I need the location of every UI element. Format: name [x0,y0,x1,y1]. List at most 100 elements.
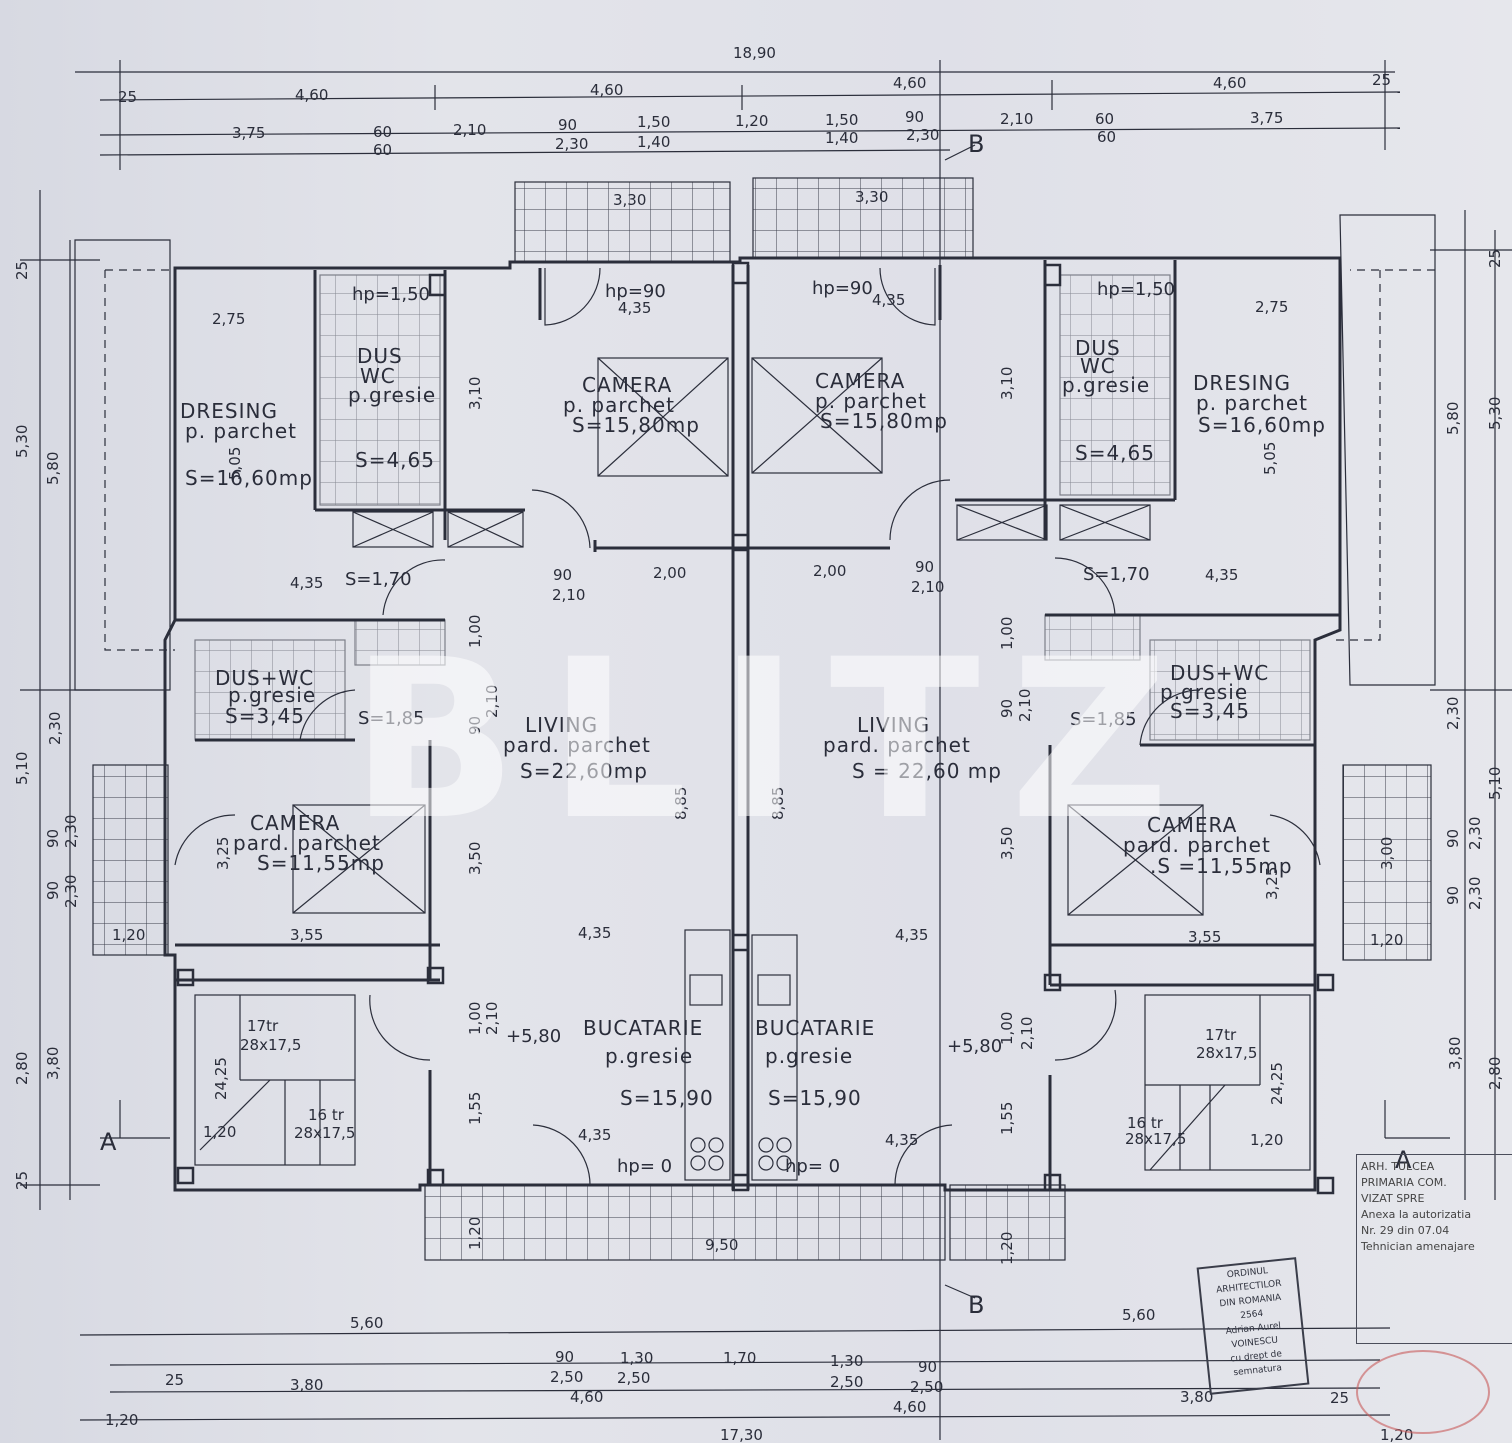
dim-text: 4,60 [295,86,328,104]
dim-text: 25 [1330,1389,1349,1407]
level-mark-left: +5,80 [506,1026,561,1047]
dim-overall-top: 18,90 [733,44,776,62]
section-a-left: A [100,1128,117,1156]
staircases [194,994,1311,1171]
dim-text: 2,30 [906,126,939,144]
dim-text: 3,55 [290,926,323,944]
dim-text: 1,00 [998,1012,1016,1045]
dim-text: 5,30 [13,425,31,458]
dim-text: 1,20 [735,112,768,130]
dim-text: 3,30 [613,191,646,209]
wardrobes [292,357,1204,916]
balcony-top-right [752,177,974,259]
dim-text: 60 [373,123,392,141]
misc-labels: S=1,70 S=1,70 S=1,85 S=1,85 hp=1,50 hp=1… [100,130,1412,1319]
hall-tiles-right [1044,614,1141,661]
dim-text: 90 [558,116,577,134]
steps-left [92,764,169,956]
balcony-top-left [514,181,731,263]
room-camera-right: CAMERA [1147,813,1237,837]
dim-text: 2,75 [1255,298,1288,316]
watermark: BLITZ [350,612,1200,868]
room-wc-right-area: S=3,45 [1170,699,1250,723]
right-dimension-lines [1430,210,1512,1200]
dashed-outline-right [1330,269,1435,641]
dim-text: 4,35 [578,924,611,942]
dim-text: 3,75 [232,124,265,142]
dim-text: 25 [165,1371,184,1389]
dim-text: 1,20 [998,1232,1016,1265]
dim-text: 1,70 [723,1349,756,1367]
dim-text: 5,10 [13,752,31,785]
section-a-right: A [1395,1146,1412,1174]
dim-text: 2,00 [813,562,846,580]
room-bath-left-area: S=4,65 [355,448,435,472]
exterior-walls [163,256,1342,1192]
approval-stamp-line2: PRIMARIA COM. [1361,1176,1447,1189]
dim-text: 90 [918,1358,937,1376]
dim-text: 3,80 [290,1376,323,1394]
approval-stamp-line4: Anexa la autorizatia [1361,1208,1472,1221]
hp-bath-right: hp=1,50 [1097,279,1175,300]
dim-text: 2,10 [453,121,486,139]
dim-text: 24,25 [1268,1062,1286,1105]
vertical-dimension-labels: 5,30 5,80 5,80 5,30 2,30 2,30 5,10 5,10 … [13,249,1504,1265]
dim-text: 2,75 [212,310,245,328]
dim-text: 90 [44,881,62,900]
stair-upper-right-count: 17tr [1205,1026,1237,1044]
dim-text: 25 [13,261,31,280]
section-marks [100,144,1450,1299]
bathroom-tiles-left [319,274,441,506]
dim-text: 1,40 [637,133,670,151]
approval-stamp: ARH. TULCEA PRIMARIA COM. VIZAT SPRE Ane… [1356,1154,1512,1344]
architect-stamp: ORDINUL ARHITECTILOR DIN ROMANIA 2564 Ad… [1196,1257,1310,1395]
room-bath-right-wc: WC [1080,354,1116,378]
dim-text: 1,55 [466,1092,484,1125]
terrace-bottom-left [424,1184,946,1261]
room-camera-left-area: S=11,55mp [257,851,385,875]
dim-text: 1,50 [825,111,858,129]
room-bath-right-floor: p.gresie [1062,373,1150,397]
hall-tiles-left [354,619,446,666]
hp-terrace-right: hp= 0 [785,1156,840,1177]
dim-text: 3,30 [855,188,888,206]
wc-tiles-right [1149,639,1311,741]
room-living-left-floor: pard. parchet [503,733,651,757]
dim-text: 8,85 [769,787,787,820]
dim-text: 2,30 [62,815,80,848]
approval-stamp-line3: VIZAT SPRE [1361,1192,1425,1205]
dim-text: 60 [373,141,392,159]
side-strip-right [1339,214,1436,686]
room-dresing-left: DRESING [180,399,278,423]
dim-text: 60 [1095,110,1114,128]
dim-text: 1,00 [466,615,484,648]
hp-terrace-left: hp= 0 [617,1156,672,1177]
dashed-outline-left [104,269,175,651]
kitchen-units [684,929,798,1181]
room-dresing-left-floor: p. parchet [185,419,297,443]
room-wc-right-floor: p.gresie [1160,680,1248,704]
dim-text: 3,10 [466,377,484,410]
room-bath-left: DUS [357,344,403,368]
hp-bath-left: hp=1,50 [352,284,430,305]
room-camera-top-right-area: S=15,80mp [820,409,948,433]
dim-text: 2,10 [483,1002,501,1035]
dim-text: 2,50 [617,1369,650,1387]
section-b-bottom: B [968,1291,984,1319]
bathroom-tiles-right [1059,274,1171,496]
dim-text: 90 [44,829,62,848]
dim-text: 25 [13,1171,31,1190]
bottom-dimension-lines [79,1327,1391,1421]
dim-text: 4,60 [1213,74,1246,92]
hp-balcony-right: hp=90 [812,278,873,299]
dim-text: 2,10 [483,685,501,718]
dim-text: 4,35 [895,926,928,944]
hp-balcony-left: hp=90 [605,281,666,302]
dim-text: 2,30 [555,135,588,153]
red-seal [1356,1350,1490,1434]
dim-text: 24,25 [212,1057,230,1100]
room-bucatarie-left: BUCATARIE [583,1016,703,1040]
stair-upper-right-size: 28x17,5 [1196,1044,1257,1062]
dim-text: 3,80 [44,1047,62,1080]
